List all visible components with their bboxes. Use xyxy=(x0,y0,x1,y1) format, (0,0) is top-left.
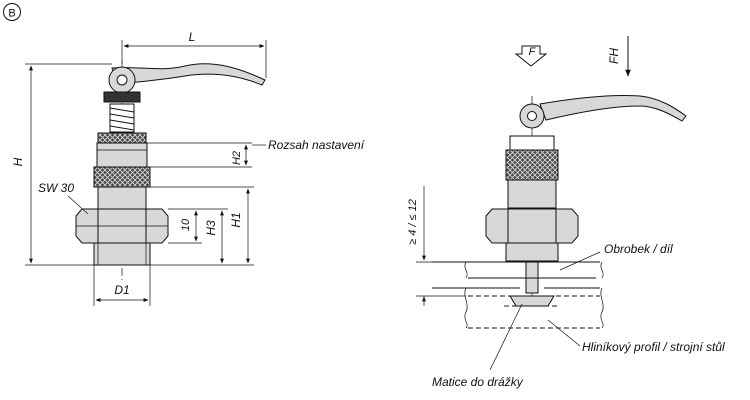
variant-marker: B xyxy=(3,3,21,21)
right-pin xyxy=(525,260,539,294)
force-FH-label: FH xyxy=(607,48,621,64)
left-spring xyxy=(109,103,135,133)
force-F-arrow: F xyxy=(514,45,548,67)
force-F-label: F xyxy=(529,46,537,58)
range-label: Rozsah nastavení xyxy=(268,138,366,152)
left-cam xyxy=(103,91,141,103)
wrench-size-label: SW 30 xyxy=(38,181,74,195)
right-top-ring xyxy=(509,135,555,151)
right-body xyxy=(507,179,557,209)
left-knurled-sleeve xyxy=(93,166,151,188)
right-knurled-sleeve xyxy=(505,149,559,181)
right-dimensions: ≥ 4 / ≤ 12 Obrobek / díl Hliníkový profi… xyxy=(407,186,725,389)
nut-label: Matice do drážky xyxy=(432,375,524,389)
left-top-ring xyxy=(97,132,147,144)
profile-label: Hliníkový profil / strojní stůl xyxy=(582,340,725,354)
left-view-plunger xyxy=(75,60,266,280)
workpiece-and-profile xyxy=(432,261,604,329)
dim-D1-label: D1 xyxy=(114,283,129,297)
left-body xyxy=(97,186,147,210)
left-dimensions: L H SW 30 H2 Rozsah nastavení H1 H3 10 xyxy=(11,30,366,306)
right-thread xyxy=(505,242,559,262)
dim-H1-label: H1 xyxy=(229,212,243,227)
dim-H-label: H xyxy=(11,157,25,166)
force-FH-arrow: FH xyxy=(607,36,631,77)
right-view-plunger xyxy=(485,94,687,307)
thickness-dim-label: ≥ 4 / ≤ 12 xyxy=(407,199,419,245)
workpiece-label: Obrobek / díl xyxy=(604,242,673,256)
dim-H3-label: H3 xyxy=(204,220,218,236)
dim-10-label: 10 xyxy=(180,218,192,231)
slot-nut xyxy=(509,295,555,307)
right-hex-nut xyxy=(485,208,579,244)
dim-H2-label: H2 xyxy=(231,151,243,165)
variant-marker-label: B xyxy=(8,8,15,20)
dim-L-label: L xyxy=(189,30,196,44)
left-lever-arm xyxy=(111,63,266,86)
left-thread xyxy=(93,242,151,266)
right-lever-arm xyxy=(539,94,687,122)
left-upper-body xyxy=(96,142,148,168)
